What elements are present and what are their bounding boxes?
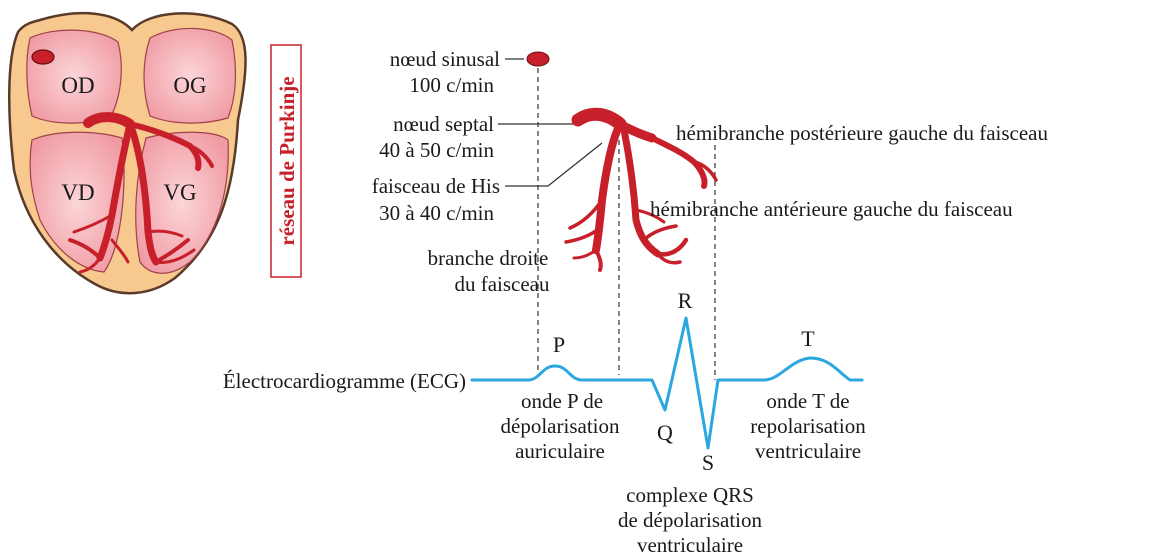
post-hemibranch-label: hémibranche postérieure gauche du faisce… (676, 121, 1048, 145)
qrs-desc-line2: de dépolarisation (618, 508, 763, 532)
right-branch-line2: du faisceau (454, 272, 550, 296)
ecg-label: Électrocardiogramme (ECG) (223, 369, 466, 393)
sinus-node-name: nœud sinusal (390, 47, 500, 71)
wave-t: T (801, 326, 815, 351)
purkinje-label-box: réseau de Purkinje (270, 44, 302, 278)
right-ventricle (29, 131, 125, 273)
left-ventricle (135, 131, 229, 274)
septal-node-rate: 40 à 50 c/min (379, 138, 494, 162)
t-desc-line1: onde T de (766, 389, 849, 413)
wave-q: Q (657, 420, 673, 445)
ecg-trace: Électrocardiogramme (ECG) P Q R S T onde… (223, 288, 866, 557)
p-wave-description: onde P de dépolarisation auriculaire (501, 389, 620, 463)
t-wave-description: onde T de repolarisation ventriculaire (750, 389, 866, 463)
p-desc-line2: dépolarisation (501, 414, 620, 438)
label-vd: VD (61, 180, 94, 205)
heart-conduction-network (68, 112, 214, 274)
his-bundle-tree (564, 107, 718, 272)
qrs-description: complexe QRS de dépolarisation ventricul… (618, 483, 763, 557)
t-desc-line3: ventriculaire (755, 439, 861, 463)
septal-node-name: nœud septal (393, 112, 494, 136)
leader-his (505, 142, 603, 187)
qrs-desc-line1: complexe QRS (626, 483, 754, 507)
purkinje-label: réseau de Purkinje (275, 76, 299, 245)
his-bundle-name: faisceau de His (372, 174, 500, 198)
heart-illustration: OD OG VD VG (8, 11, 247, 295)
left-atrium (143, 27, 237, 124)
right-branch-line1: branche droite (428, 246, 549, 270)
sinus-node-rate: 100 c/min (409, 73, 494, 97)
label-od: OD (61, 73, 94, 98)
p-desc-line3: auriculaire (515, 439, 605, 463)
conduction-schematic: nœud sinusal 100 c/min nœud septal 40 à … (372, 47, 1048, 380)
label-vg: VG (163, 180, 196, 205)
wave-r: R (678, 288, 693, 313)
ecg-waveform (470, 316, 864, 450)
wave-p: P (553, 332, 565, 357)
t-desc-line2: repolarisation (750, 414, 866, 438)
his-bundle-rate: 30 à 40 c/min (379, 201, 494, 225)
label-og: OG (173, 73, 206, 98)
wave-s: S (702, 450, 714, 475)
sinus-node (526, 51, 550, 67)
p-desc-line1: onde P de (521, 389, 603, 413)
qrs-desc-line3: ventriculaire (637, 533, 743, 557)
heart-sinus-node (31, 49, 55, 65)
ant-hemibranch-label: hémibranche antérieure gauche du faiscea… (650, 197, 1013, 221)
